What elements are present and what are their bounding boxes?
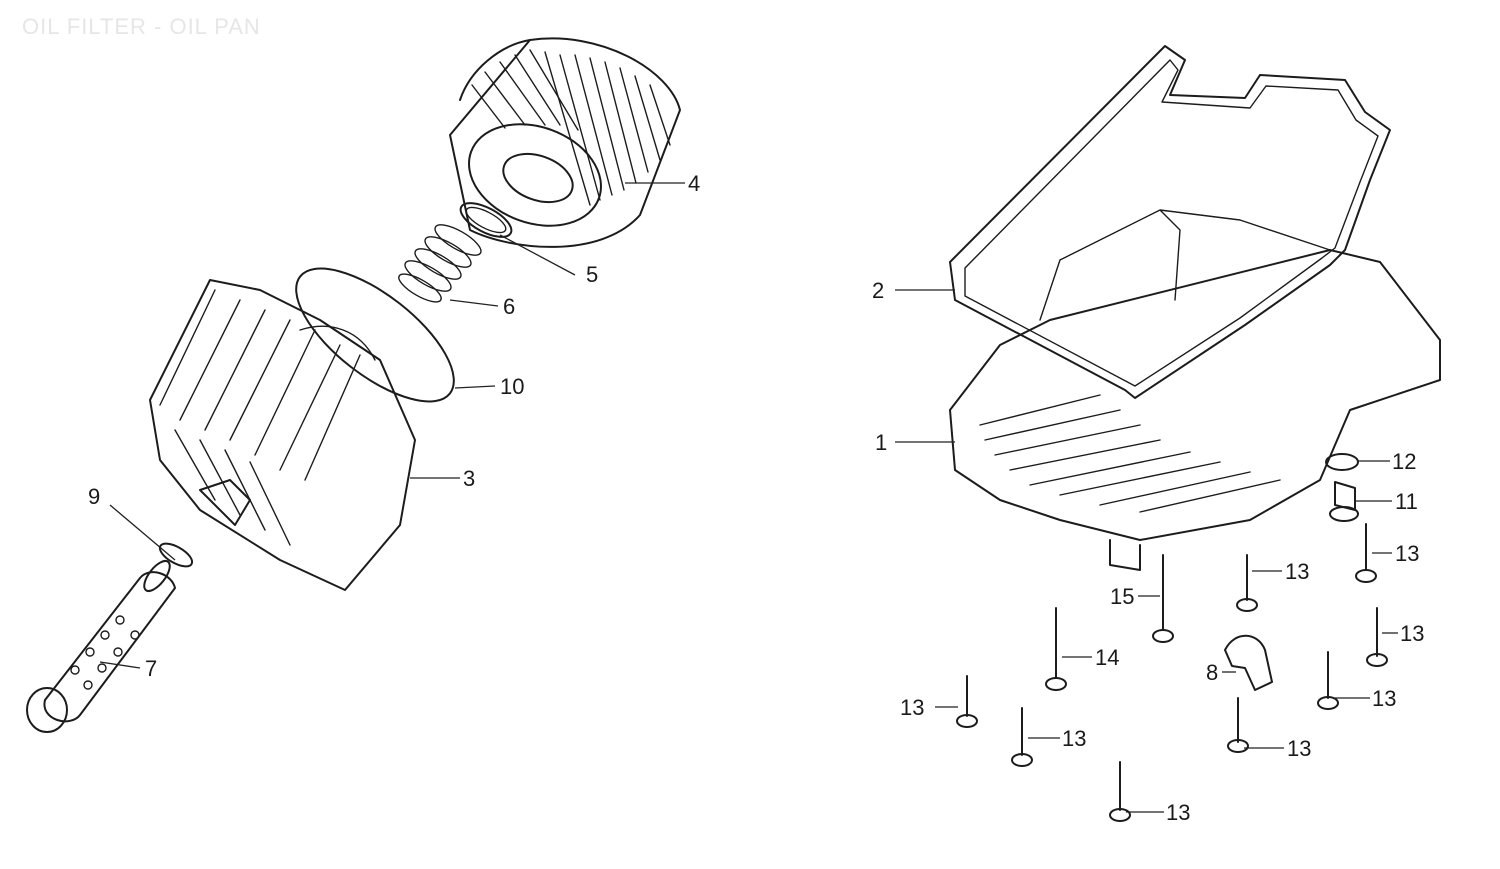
callout-15: 15	[1110, 584, 1134, 609]
o-ring-10	[295, 267, 455, 403]
callout-3: 3	[463, 466, 475, 491]
drain-washer	[1325, 453, 1359, 471]
callout-9: 9	[88, 484, 100, 509]
oil-filter-cartridge	[449, 37, 681, 248]
drain-bolt	[1329, 481, 1359, 522]
diagram-title: OIL FILTER - OIL PAN	[22, 14, 261, 39]
callout-14: 14	[1095, 645, 1119, 670]
callout-4: 4	[688, 171, 700, 196]
oil-pan	[949, 209, 1441, 571]
callout-13-h: 13	[1166, 800, 1190, 825]
o-ring-9	[158, 542, 194, 568]
callout-6: 6	[503, 294, 515, 319]
oil-strainer	[26, 559, 176, 733]
callout-1: 1	[875, 430, 887, 455]
callout-13-e: 13	[900, 695, 924, 720]
callout-8: 8	[1206, 660, 1218, 685]
callout-7: 7	[145, 656, 157, 681]
oil-pan-gasket	[949, 45, 1391, 399]
callout-13-c: 13	[1400, 621, 1424, 646]
callout-13-d: 13	[1372, 686, 1396, 711]
hose-clamp	[1224, 634, 1273, 691]
leader-lines	[99, 182, 1398, 813]
filter-spring	[398, 224, 482, 303]
callout-2: 2	[872, 278, 884, 303]
callout-5: 5	[586, 262, 598, 287]
callout-11: 11	[1395, 489, 1418, 514]
callout-13-b: 13	[1285, 559, 1309, 584]
oil-filter-cover	[149, 279, 416, 591]
flange-bolts	[956, 523, 1388, 822]
callout-13-f: 13	[1062, 726, 1086, 751]
callout-13-g: 13	[1287, 736, 1311, 761]
o-ring-5	[459, 202, 513, 238]
callout-12: 12	[1392, 449, 1416, 474]
callout-10: 10	[500, 374, 524, 399]
callout-13-a: 13	[1395, 541, 1419, 566]
